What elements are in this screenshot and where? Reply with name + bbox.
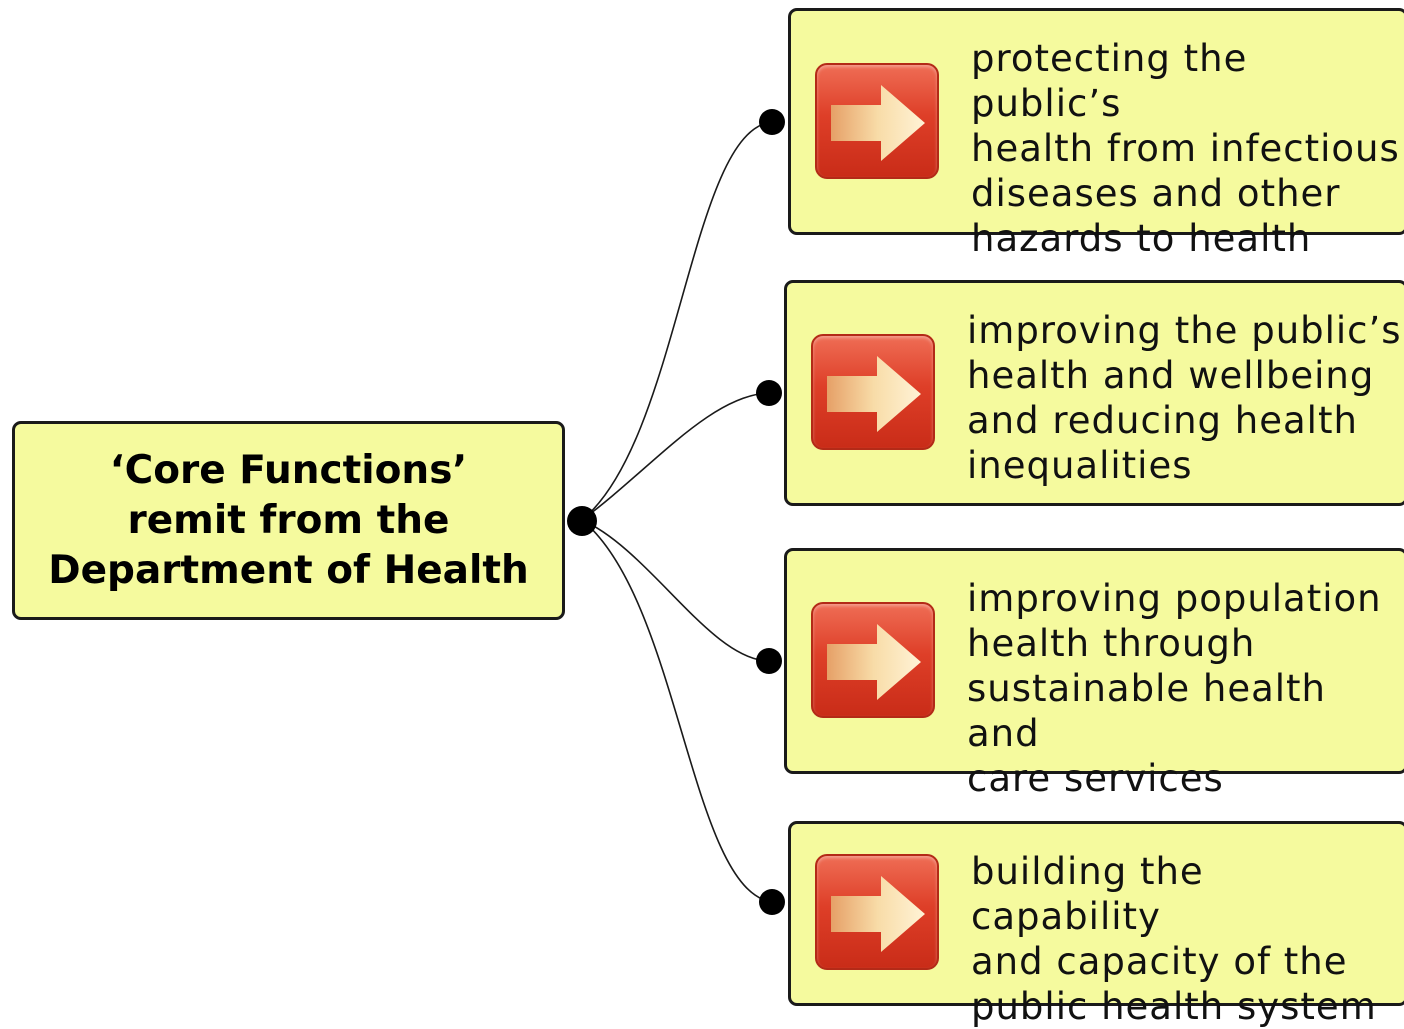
branch-connector-dot-2: [756, 380, 782, 406]
branch-connector-dot-1: [759, 109, 785, 135]
branch-node-label-1: protecting the public’s health from infe…: [971, 37, 1400, 260]
branch-connector-dot-3: [756, 648, 782, 674]
arrow-right-icon: [815, 854, 939, 970]
branch-node-4: building the capability and capacity of …: [788, 821, 1404, 1028]
branch-node-3: improving population health through sust…: [784, 548, 1404, 800]
branch-node-1: protecting the public’s health from infe…: [788, 8, 1404, 260]
branch-node-label-2: improving the public’s health and wellbe…: [967, 309, 1402, 487]
arrow-right-icon: [815, 63, 939, 179]
connector-line-3: [581, 519, 770, 662]
root-node: ‘Core Functions’ remit from the Departme…: [12, 421, 565, 620]
branch-node-label-3: improving population health through sust…: [967, 577, 1382, 800]
branch-node-label-4: building the capability and capacity of …: [971, 850, 1377, 1028]
connector-line-1: [581, 121, 773, 521]
branch-node-2: improving the public’s health and wellbe…: [784, 280, 1404, 506]
branch-connector-dot-4: [759, 889, 785, 915]
arrow-right-icon: [811, 334, 935, 450]
root-node-label: ‘Core Functions’ remit from the Departme…: [48, 447, 529, 593]
connector-line-2: [581, 392, 770, 521]
connector-line-4: [581, 519, 773, 903]
root-connector-dot: [567, 506, 597, 536]
connector-lines: [567, 109, 785, 915]
arrow-right-icon: [811, 602, 935, 718]
